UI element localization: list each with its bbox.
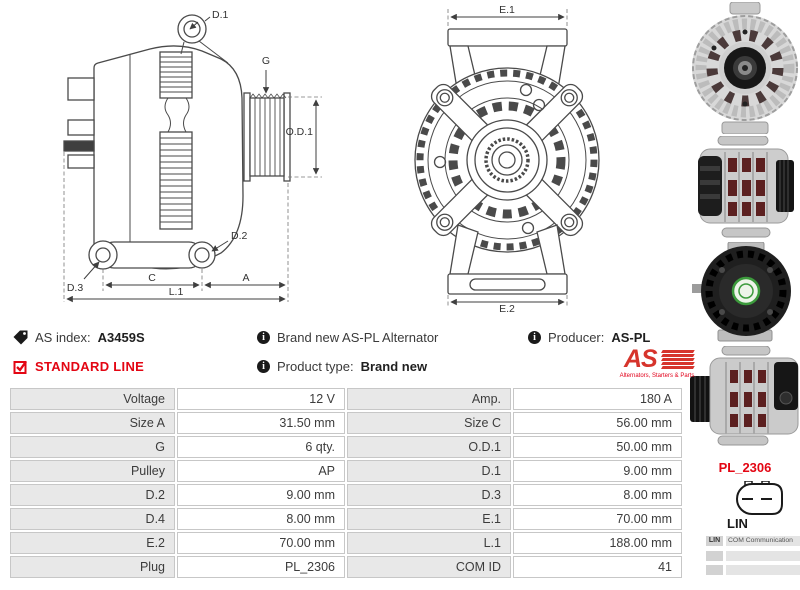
spec-value-cell: 31.50 mm <box>177 412 345 434</box>
spec-value-cell: AP <box>177 460 345 482</box>
spec-label-cell: E.1 <box>347 508 511 530</box>
dim-label-e1: E.1 <box>499 4 515 16</box>
dim-label-d1: D.1 <box>212 9 229 21</box>
spec-label-cell: Size C <box>347 412 511 434</box>
diagram-front-view: E.1 E.2 <box>414 4 600 312</box>
spec-value-cell: 50.00 mm <box>513 436 682 458</box>
spec-value-cell: 188.00 mm <box>513 532 682 554</box>
spec-label-cell: G <box>10 436 175 458</box>
connector-code: PL_2306 <box>718 460 772 475</box>
standard-line-label: STANDARD LINE <box>35 358 145 374</box>
producer-value: AS-PL <box>611 329 651 345</box>
dim-label-d2: D.2 <box>231 230 248 242</box>
as-index-label: AS index: <box>35 329 91 345</box>
spec-label-cell: D.2 <box>10 484 175 506</box>
extension-lines <box>63 96 322 302</box>
info-circle-icon: i <box>257 359 270 373</box>
dim-label-e2: E.2 <box>499 303 515 312</box>
standard-line-row: STANDARD LINE <box>13 358 144 374</box>
product-type-row: i Product type: Brand new <box>257 358 427 374</box>
spec-label-cell: Size A <box>10 412 175 434</box>
tag-icon <box>13 330 28 344</box>
product-type-value: Brand new <box>360 358 428 374</box>
as-logo-tagline: Alternators, Starters & Parts <box>619 373 695 379</box>
product-photo-side-view-1 <box>698 136 794 238</box>
brand-new-text: Brand new AS-PL Alternator <box>277 329 439 345</box>
as-logo-stripes <box>661 350 695 370</box>
spec-value-cell: 41 <box>513 556 682 578</box>
product-photo-back-view <box>692 242 791 342</box>
info-circle-icon: i <box>257 330 270 344</box>
spec-label-cell: Plug <box>10 556 175 578</box>
extension-lines <box>447 9 568 307</box>
product-type-label: Product type: <box>277 358 354 374</box>
spec-label-cell: O.D.1 <box>347 436 511 458</box>
connector-type-label: LIN <box>727 516 748 531</box>
spec-value-cell: 9.00 mm <box>513 460 682 482</box>
as-logo-text: AS <box>624 345 658 373</box>
connector-table-row <box>706 550 800 561</box>
spec-value-cell: 9.00 mm <box>177 484 345 506</box>
dim-label-g: G <box>262 55 270 67</box>
spec-value-cell: 180 A <box>513 388 682 410</box>
alternator-side-outline <box>63 14 291 270</box>
connector-table-value <box>726 565 800 575</box>
alternator-front-outline <box>414 28 600 295</box>
dim-label-l1: L.1 <box>169 286 184 298</box>
spec-value-cell: PL_2306 <box>177 556 345 578</box>
dimension-lines <box>450 13 565 306</box>
lin-plug-icon <box>736 481 783 515</box>
spec-value-cell: 8.00 mm <box>513 484 682 506</box>
spec-value-cell: 56.00 mm <box>513 412 682 434</box>
producer-row: i Producer: AS-PL <box>528 329 650 345</box>
spec-value-cell: 6 qty. <box>177 436 345 458</box>
connector-table-value: COM Communication <box>726 536 800 546</box>
as-index-row: AS index: A3459S <box>13 329 145 345</box>
spec-label-cell: Voltage <box>10 388 175 410</box>
checked-checkbox-icon <box>13 360 27 374</box>
dimension-lines <box>66 16 320 303</box>
spec-label-cell: D.4 <box>10 508 175 530</box>
dim-label-a: A <box>242 272 249 284</box>
connector-table-value <box>726 550 800 561</box>
as-pl-logo: AS Alternators, Starters & Parts <box>614 347 700 379</box>
producer-label: Producer: <box>548 329 605 345</box>
spec-label-cell: L.1 <box>347 532 511 554</box>
info-panel: AS index: A3459S STANDARD LINE i Brand n… <box>10 320 695 386</box>
product-photo-front-view <box>692 2 798 134</box>
connector-table-key <box>706 565 723 575</box>
connector-table-row <box>706 565 800 575</box>
connector-table-key <box>706 550 723 561</box>
dim-label-od1: O.D.1 <box>286 126 314 138</box>
spec-label-cell: COM ID <box>347 556 511 578</box>
side-view-labels: D.1 G O.D.1 D.2 D.3 C A L.1 <box>67 9 313 298</box>
spec-label-cell: Pulley <box>10 460 175 482</box>
front-view-labels: E.1 E.2 <box>499 4 515 312</box>
product-photo-side-view-2 <box>690 346 799 446</box>
spec-value-cell: 70.00 mm <box>513 508 682 530</box>
spec-label-cell: D.3 <box>347 484 511 506</box>
info-circle-icon: i <box>528 330 541 344</box>
connector-table-key: LIN <box>706 536 723 546</box>
spec-label-cell: E.2 <box>10 532 175 554</box>
brand-new-row: i Brand new AS-PL Alternator <box>257 329 438 345</box>
spec-value-cell: 8.00 mm <box>177 508 345 530</box>
spec-value-cell: 70.00 mm <box>177 532 345 554</box>
dim-label-d3: D.3 <box>67 282 84 294</box>
diagram-side-view: D.1 G O.D.1 D.2 D.3 C A L.1 <box>63 9 322 303</box>
dim-label-c: C <box>148 272 156 284</box>
as-index-value: A3459S <box>97 329 145 345</box>
spec-value-cell: 12 V <box>177 388 345 410</box>
spec-label-cell: D.1 <box>347 460 511 482</box>
spec-label-cell: Amp. <box>347 388 511 410</box>
